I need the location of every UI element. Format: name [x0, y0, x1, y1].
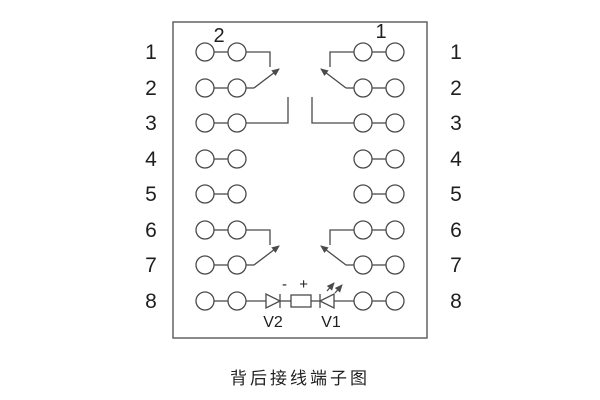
terminal-pair-left-row7: [195, 255, 247, 275]
contact-symbol-top-left: [246, 51, 289, 124]
row-number-left-6: 6: [145, 219, 157, 242]
terminal-pair-right-row1: [353, 42, 405, 62]
row-number-left-1: 1: [145, 41, 157, 64]
row-numbers-left: 1 2 3 4 5 6 7 8: [145, 41, 157, 313]
contact-symbol-bottom-right: [320, 229, 354, 266]
terminal-pair-left-row8: [195, 291, 247, 311]
row-number-left-2: 2: [145, 77, 157, 100]
terminal-pair-right-row3: [353, 113, 405, 133]
row-number-right-1: 1: [450, 41, 462, 64]
terminal-pair-left-row3: [195, 113, 247, 133]
terminal-pair-right-row4: [353, 149, 405, 169]
row-number-left-7: 7: [145, 254, 157, 277]
terminal-pair-right-row6: [353, 220, 405, 240]
row-number-left-8: 8: [145, 290, 157, 313]
row-number-left-4: 4: [145, 148, 157, 171]
row-number-right-7: 7: [450, 254, 462, 277]
row-number-left-5: 5: [145, 183, 157, 206]
diagram-caption: 背后接线端子图: [230, 369, 370, 388]
row-numbers-right: 1 2 3 4 5 6 7 8: [450, 41, 462, 313]
bottom-component-row: - + V2 V1: [246, 276, 354, 331]
diode-v2-symbol: [265, 292, 282, 310]
contact-symbol-top-right: [311, 51, 354, 124]
terminal-pairs-right: [353, 42, 405, 311]
terminal-pair-right-row8: [353, 291, 405, 311]
row-number-right-6: 6: [450, 219, 462, 242]
terminal-pair-left-row1: [195, 42, 247, 62]
terminal-pair-left-row2: [195, 78, 247, 98]
polarity-label: - +: [282, 276, 312, 293]
row-number-right-3: 3: [450, 112, 462, 135]
terminal-pair-right-row7: [353, 255, 405, 275]
resistor-symbol: [290, 294, 312, 308]
contact-symbol-bottom-left: [246, 229, 280, 266]
terminal-pair-left-row5: [195, 184, 247, 204]
terminal-pair-left-row6: [195, 220, 247, 240]
v1-label: V1: [321, 314, 341, 331]
row-number-left-3: 3: [145, 112, 157, 135]
terminal-box-outline: [172, 21, 428, 339]
v2-label: V2: [263, 314, 283, 331]
row-number-right-4: 4: [450, 148, 462, 171]
diode-v1-symbol: [318, 292, 335, 310]
column-label-right: 1: [375, 21, 386, 43]
row-number-right-8: 8: [450, 290, 462, 313]
terminal-pair-right-row5: [353, 184, 405, 204]
column-label-left: 2: [213, 25, 224, 47]
terminal-pairs-left: [195, 42, 247, 311]
led-arrows-icon: [326, 282, 343, 294]
terminal-pair-left-row4: [195, 149, 247, 169]
terminal-pair-right-row2: [353, 78, 405, 98]
row-number-right-2: 2: [450, 77, 462, 100]
row-number-right-5: 5: [450, 183, 462, 206]
